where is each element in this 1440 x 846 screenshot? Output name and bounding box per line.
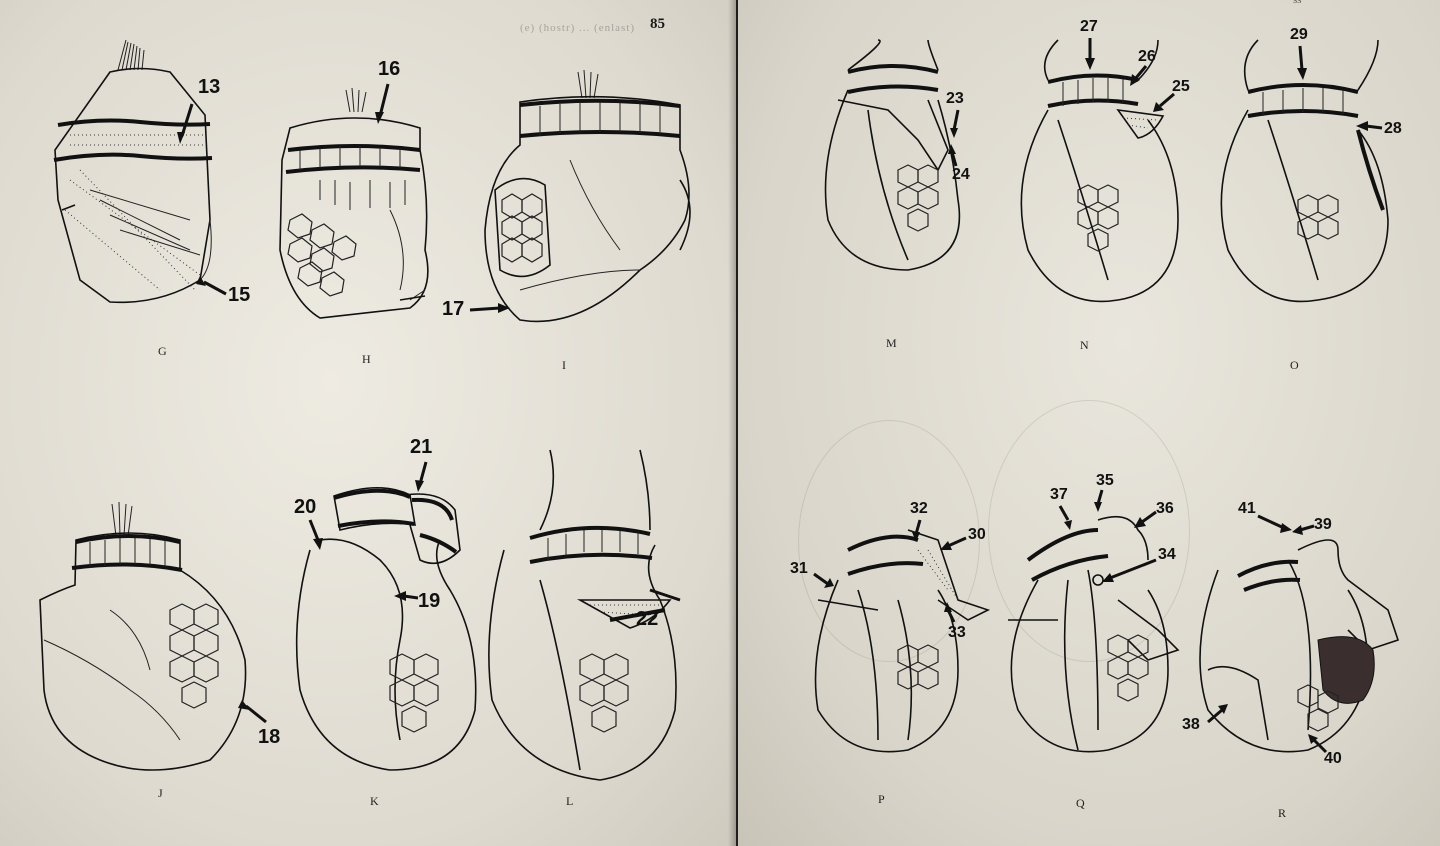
arrow-25 <box>1008 20 1218 360</box>
figure-h: 16 H <box>260 50 450 380</box>
arrow-18 <box>30 490 290 820</box>
caption-n: N <box>1080 338 1089 353</box>
arrow-33 <box>798 490 1018 820</box>
arrow-28 <box>1208 20 1428 370</box>
caption-i: I <box>562 358 566 373</box>
figure-g: 13 15 G <box>40 40 260 380</box>
page-number: 85 <box>650 16 665 33</box>
figure-o: 29 28 O <box>1208 20 1428 370</box>
arrow-15 <box>40 40 260 380</box>
figure-l-drawing <box>480 450 710 820</box>
figure-j: 18 J <box>30 490 290 820</box>
figure-i: 17 I <box>440 50 700 380</box>
caption-l: L <box>566 794 573 809</box>
caption-k: K <box>370 794 379 809</box>
label-22: 22 <box>636 608 658 631</box>
cell-cluster <box>580 654 628 732</box>
arrow-19 <box>280 440 490 820</box>
figure-k: 21 20 19 K <box>280 440 490 820</box>
arrow-17 <box>440 50 700 380</box>
caption-h: H <box>362 352 371 367</box>
arrow-34 <box>998 470 1218 820</box>
caption-o: O <box>1290 358 1299 373</box>
caption-g: G <box>158 344 167 359</box>
figure-m: 23 24 M <box>808 40 1028 360</box>
arrow-16 <box>260 50 450 380</box>
caption-q: Q <box>1076 796 1085 811</box>
arrow-40 <box>1188 490 1428 830</box>
arrow-24 <box>808 40 1028 360</box>
right-page: ss 23 24 <box>738 0 1440 846</box>
bleed-through-header: (e) (hostr) ... (enlast) <box>520 22 635 34</box>
figure-q: 37 35 36 34 Q <box>998 470 1218 820</box>
caption-p: P <box>878 792 885 807</box>
figure-p: 32 30 31 33 P <box>798 490 1018 820</box>
figure-r: 41 39 38 40 R <box>1188 490 1428 830</box>
caption-m: M <box>886 336 897 351</box>
figure-n: 27 26 25 N <box>1008 20 1218 360</box>
left-page: (e) (hostr) ... (enlast) 85 13 15 G <box>0 0 736 846</box>
corner-fragment: ss <box>1293 0 1302 6</box>
caption-r: R <box>1278 806 1286 821</box>
caption-j: J <box>158 786 163 801</box>
figure-l: 22 L <box>480 450 710 820</box>
